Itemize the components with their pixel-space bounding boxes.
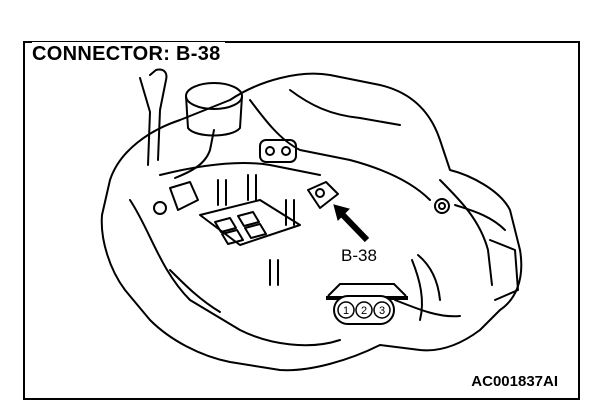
pin-2 [355, 301, 373, 319]
bolt [153, 201, 167, 215]
mount-bracket [417, 254, 441, 301]
housing-rib [159, 162, 321, 176]
mount-bracket [489, 239, 519, 301]
pipe [149, 68, 168, 161]
figure-code: AC001837AI [471, 373, 558, 390]
connector-pins [337, 301, 391, 319]
valve-body-grid [237, 211, 260, 227]
pin-3-label: 3 [379, 305, 385, 317]
bolt [281, 146, 291, 156]
stud [269, 259, 279, 286]
stud [247, 174, 257, 201]
pin-1-label: 1 [343, 305, 349, 317]
valve-body [199, 199, 301, 246]
stud [285, 199, 295, 226]
valve-body-grid [221, 229, 244, 245]
bolt [434, 198, 450, 214]
stud [217, 179, 227, 206]
valve-body-grid [214, 217, 237, 233]
pin-3 [373, 301, 391, 319]
bolt [438, 202, 446, 210]
housing-rib [439, 179, 493, 286]
valve-body-grid [244, 223, 267, 239]
housing-rib [249, 99, 431, 201]
connector-callout-label: B-38 [341, 246, 377, 265]
housing-rib [394, 299, 461, 318]
b38-sensor [307, 181, 339, 209]
housing-rib [454, 204, 506, 231]
figure-frame [23, 41, 580, 400]
mount-bracket [411, 259, 423, 321]
housing-rib [129, 199, 341, 347]
bolt [265, 146, 275, 156]
pipe [139, 77, 151, 166]
pin-1 [337, 301, 355, 319]
sensor-housing [259, 139, 297, 163]
bolt [315, 188, 325, 198]
pin-2-label: 2 [361, 305, 367, 317]
diagram-title: CONNECTOR: B-38 [32, 42, 225, 66]
housing-rib [289, 89, 401, 126]
pointer-arrow-shaft [337, 209, 370, 243]
housing-rib [169, 269, 221, 313]
left-connector [169, 181, 199, 211]
pipe [174, 129, 215, 179]
